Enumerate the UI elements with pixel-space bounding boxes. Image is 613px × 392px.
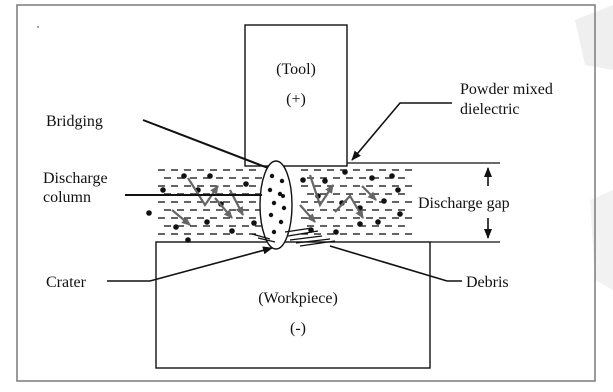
crater-leader <box>107 246 273 282</box>
powder-particle <box>146 210 152 216</box>
powder-particle <box>173 224 179 230</box>
powder-particle <box>357 221 363 227</box>
discharge-gap-label: Discharge gap <box>418 195 510 212</box>
powder-particle <box>389 173 395 179</box>
powder-particle <box>322 178 328 184</box>
powder-particle <box>395 187 401 193</box>
debris-leader <box>329 245 462 282</box>
powder-particle <box>333 229 339 235</box>
workpiece-sign: (-) <box>290 320 306 337</box>
powder-particle <box>243 181 249 187</box>
crater-debris-cluster <box>251 227 336 247</box>
dielectric-dashes <box>158 169 412 235</box>
bridging-label: Bridging <box>46 113 103 130</box>
discharge-column <box>259 160 293 250</box>
bridging-leader <box>142 119 269 169</box>
crater-label: Crater <box>46 274 87 291</box>
particle-motion-arrows <box>171 174 377 226</box>
debris-label: Debris <box>466 274 509 291</box>
tool-label: (Tool) <box>276 61 316 78</box>
powder-particle <box>204 219 210 225</box>
tool-electrode <box>244 24 348 167</box>
discharge-column-particles <box>267 173 287 235</box>
powder-dielectric-label-line2: dielectric <box>460 101 520 118</box>
powder-particle <box>207 173 213 179</box>
watermark-shape <box>575 5 613 290</box>
powder-particle <box>381 198 387 204</box>
discharge-column-label-line1: Discharge <box>43 170 108 187</box>
powder-particle <box>229 228 235 234</box>
discharge-column-label-line2: column <box>43 189 91 206</box>
powder-particle <box>369 175 375 181</box>
powder-particle <box>181 173 187 179</box>
workpiece-label: (Workpiece) <box>258 290 338 307</box>
tool-sign: (+) <box>286 91 306 108</box>
powder-dielectric-leader <box>351 102 452 161</box>
powder-particle <box>251 220 257 226</box>
powder-particle <box>397 211 403 217</box>
corner-dot <box>37 26 39 28</box>
powder-particle <box>375 219 381 225</box>
powder-particle <box>300 177 306 183</box>
powder-particle <box>185 237 191 243</box>
powder-particle <box>342 169 348 175</box>
figure-border <box>16 4 596 382</box>
powder-particle <box>160 187 166 193</box>
powder-dielectric-label-line1: Powder mixed <box>460 81 553 98</box>
